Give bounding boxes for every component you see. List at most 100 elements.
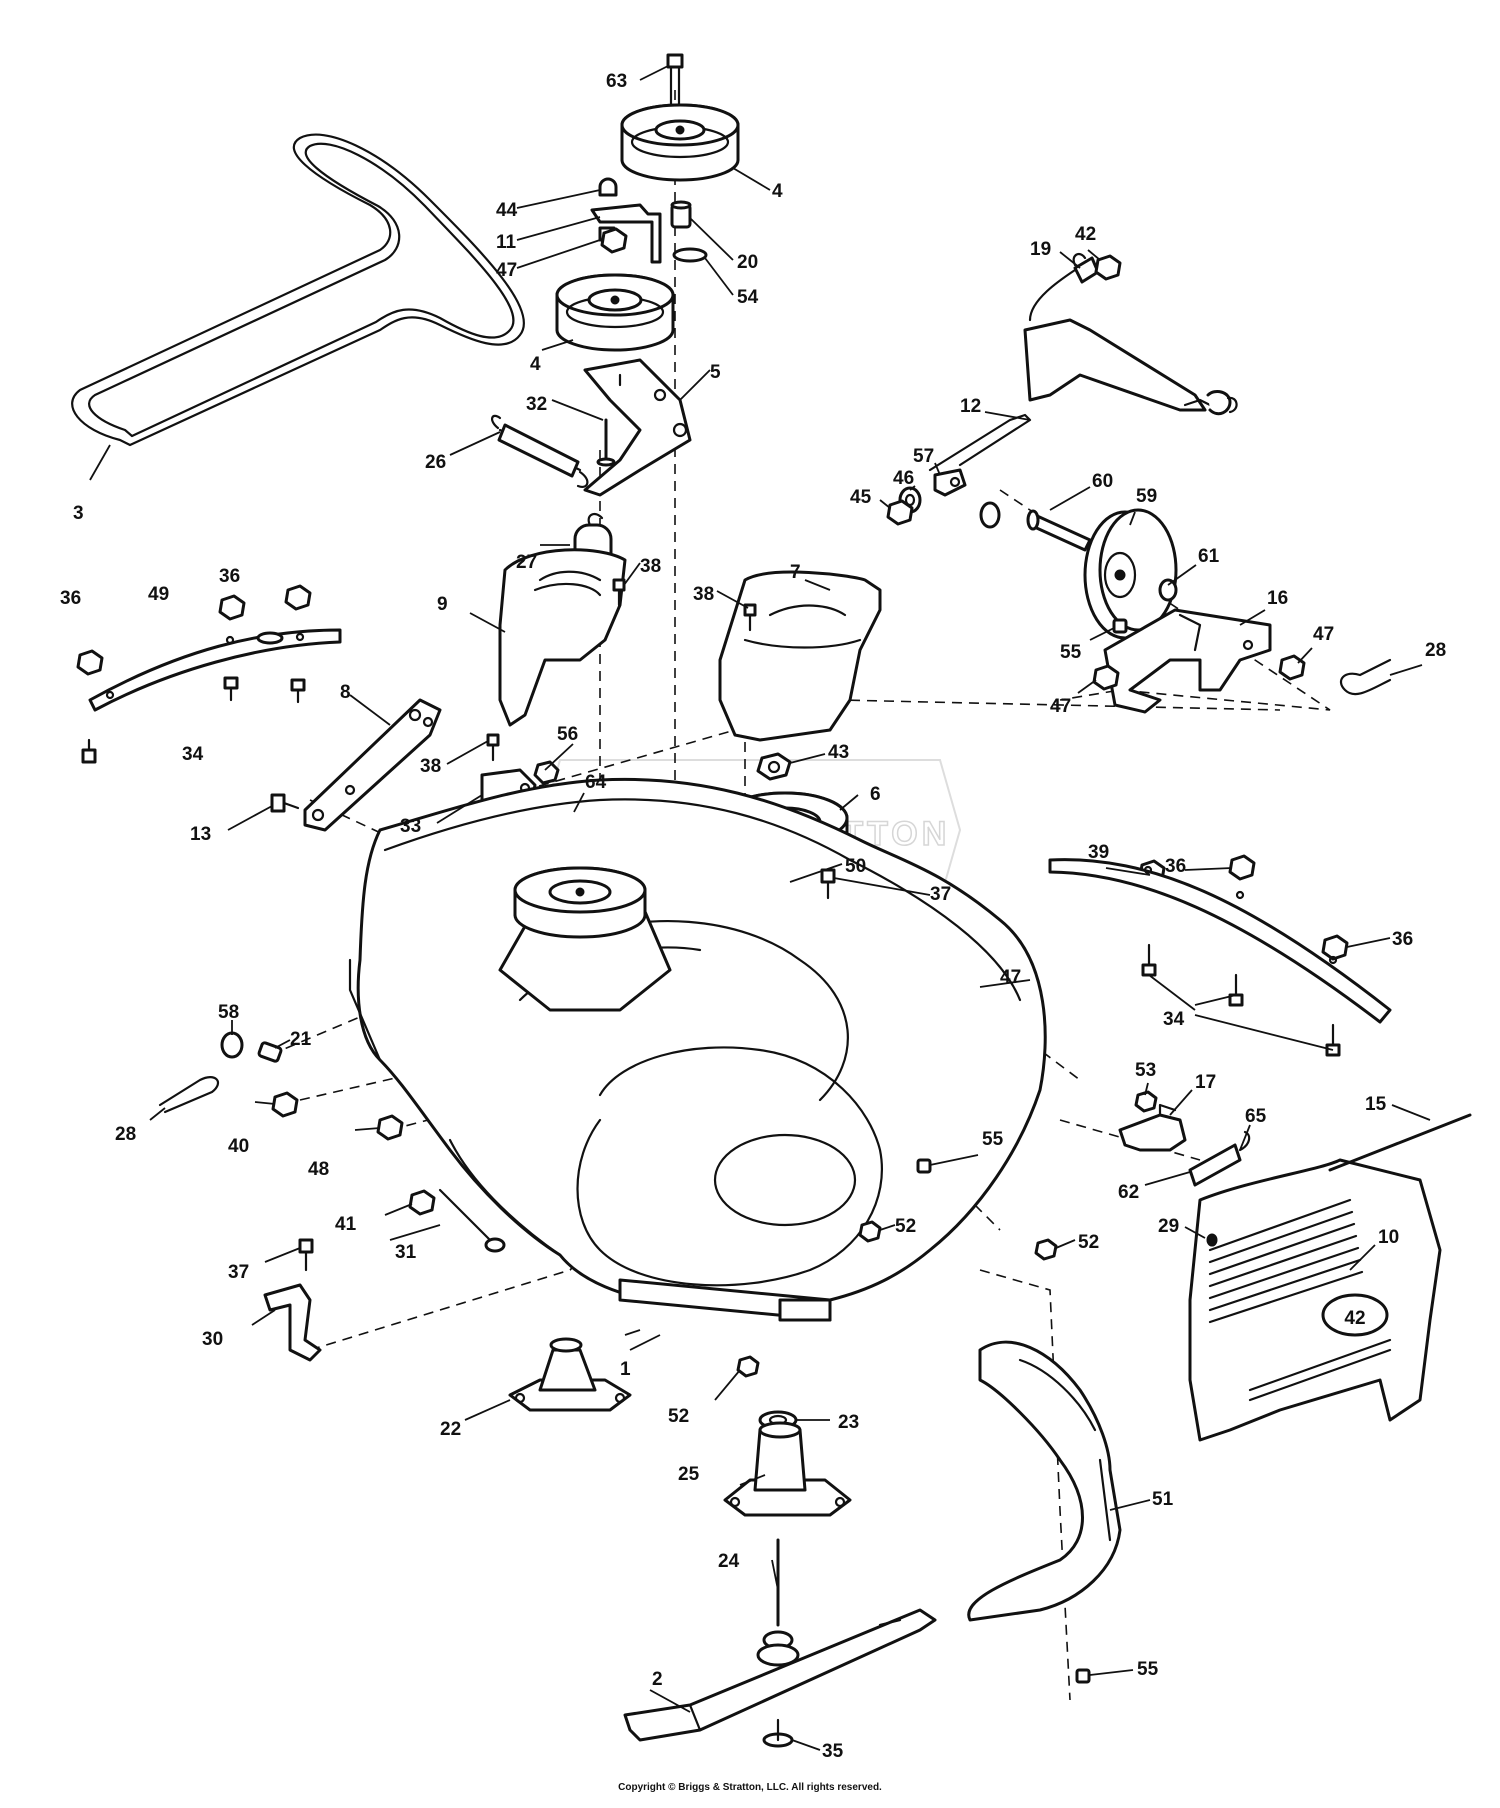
- callout-36-b: 36: [60, 588, 81, 609]
- blade-bolt-35: [762, 1718, 794, 1748]
- callout-38-right: 38: [693, 584, 714, 605]
- callout-22: 22: [440, 1419, 461, 1440]
- callout-47-top: 47: [496, 260, 517, 281]
- nut-53: [1134, 1090, 1158, 1113]
- callout-33: 33: [400, 816, 421, 837]
- bracket-30: [263, 1283, 322, 1362]
- callout-21: 21: [290, 1029, 312, 1050]
- lift-arm-pivot-19: [1072, 252, 1100, 284]
- washer-lift: [979, 501, 1001, 529]
- gauge-wheel: [1083, 508, 1178, 640]
- callout-12: 12: [960, 396, 981, 417]
- nut-40: [271, 1091, 299, 1118]
- callout-41: 41: [335, 1214, 357, 1235]
- callout-39: 39: [1088, 842, 1109, 863]
- spindle-shaft-24: [756, 1538, 800, 1667]
- callout-52-bottom: 52: [668, 1406, 689, 1427]
- callout-6: 6: [870, 784, 881, 805]
- callout-13: 13: [190, 824, 211, 845]
- callout-37-left: 37: [228, 1262, 249, 1283]
- bolt-13: [270, 793, 300, 813]
- callout-47-wheel: 47: [1313, 624, 1334, 645]
- pin-32: [596, 418, 616, 467]
- callout-27: 27: [516, 552, 537, 573]
- callout-55-wheel: 55: [1060, 642, 1082, 663]
- callout-5: 5: [710, 362, 721, 383]
- callout-1: 1: [620, 1359, 631, 1380]
- hairpin-clip-28-right: [1339, 658, 1392, 696]
- callout-4-upper: 4: [772, 181, 783, 202]
- callout-60: 60: [1092, 471, 1113, 492]
- deck-lift-arm: [928, 268, 1238, 472]
- callout-55-deflector: 55: [1137, 1659, 1159, 1680]
- callout-55-deck: 55: [982, 1129, 1004, 1150]
- nuts-52: [736, 1220, 1058, 1378]
- callout-7: 7: [790, 562, 801, 583]
- deck-spindle-pulley: [498, 866, 672, 1012]
- washer-58: [220, 1031, 244, 1059]
- callout-24: 24: [718, 1551, 740, 1572]
- callout-2: 2: [652, 1669, 663, 1690]
- cover-stripes: [1208, 1198, 1364, 1324]
- callout-40: 40: [228, 1136, 249, 1157]
- bolt-55-wheel: [1112, 618, 1128, 634]
- callout-47-deck: 47: [1000, 967, 1021, 988]
- callout-53: 53: [1135, 1060, 1156, 1081]
- deck-link-arm: [303, 698, 442, 832]
- idler-pulley-upper: [620, 103, 740, 182]
- spindle-assembly-22: [508, 1337, 632, 1412]
- grommet-29: [1206, 1233, 1218, 1247]
- callout-50: 50: [845, 856, 866, 877]
- washer-61: [1158, 578, 1178, 602]
- callout-37-center: 37: [930, 884, 951, 905]
- mower-blade: [623, 1608, 937, 1742]
- spacer-20: [670, 200, 692, 229]
- callout-63: 63: [606, 71, 627, 92]
- nut-42: [1094, 254, 1122, 281]
- callout-28-right: 28: [1425, 640, 1446, 661]
- nut-45: [886, 499, 914, 526]
- callout-23: 23: [838, 1412, 859, 1433]
- callout-17: 17: [1195, 1072, 1216, 1093]
- deck-cover-shield: 42: [1188, 1158, 1442, 1442]
- wheel-bracket: [1103, 608, 1272, 714]
- callout-45: 45: [850, 487, 872, 508]
- callout-28-left: 28: [115, 1124, 136, 1145]
- callout-47-bracket: 47: [1050, 696, 1071, 717]
- callout-51: 51: [1152, 1489, 1174, 1510]
- callout-36-d: 36: [1392, 929, 1413, 950]
- stabilizer-bar-right: [1048, 858, 1392, 1024]
- callout-9: 9: [437, 594, 448, 615]
- callout-35: 35: [822, 1741, 844, 1762]
- callouts: 63 4 44 11 47 20 54 4 5 32 26 3 27 38 38…: [60, 71, 1446, 1762]
- callout-11: 11: [496, 232, 517, 253]
- extension-spring-26: [491, 414, 589, 488]
- callout-54: 54: [737, 287, 759, 308]
- callout-36-c: 36: [1165, 856, 1186, 877]
- callout-8: 8: [340, 682, 351, 703]
- nut-48: [376, 1114, 404, 1141]
- callout-34-right: 34: [1163, 1009, 1185, 1030]
- callout-62: 62: [1118, 1182, 1139, 1203]
- callout-56: 56: [557, 724, 578, 745]
- nut-43: [756, 752, 792, 781]
- callout-49: 49: [148, 584, 169, 605]
- mower-deck-housing: [348, 777, 1047, 1322]
- callout-15: 15: [1365, 1094, 1387, 1115]
- pin-21: [257, 1041, 283, 1063]
- callout-46: 46: [893, 468, 914, 489]
- callout-57: 57: [913, 446, 934, 467]
- belt-cover-right: [718, 570, 882, 742]
- callout-20: 20: [737, 252, 758, 273]
- rod-15: [1328, 1113, 1472, 1172]
- screws-55: [916, 1158, 1091, 1684]
- callout-30: 30: [202, 1329, 223, 1350]
- callout-36-a: 36: [219, 566, 240, 587]
- callout-61: 61: [1198, 546, 1220, 567]
- callout-31: 31: [395, 1242, 417, 1263]
- stabilizer-bar-left: [88, 628, 342, 712]
- rod-31: [438, 1188, 506, 1253]
- bolt-37: [298, 868, 836, 1272]
- callout-52-deck: 52: [895, 1216, 916, 1237]
- callout-65: 65: [1245, 1106, 1267, 1127]
